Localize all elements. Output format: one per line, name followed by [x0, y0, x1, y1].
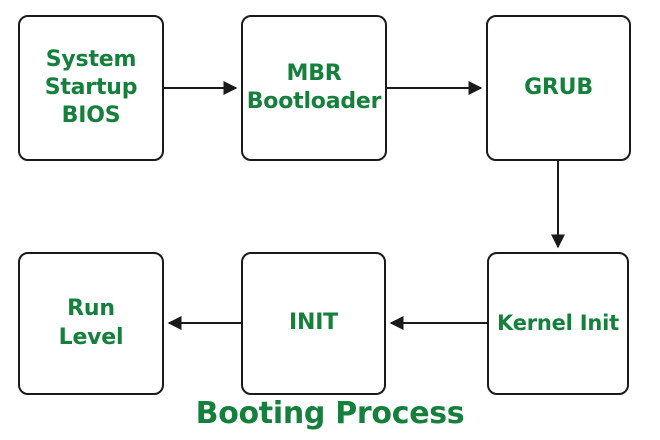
node-label: Run Level — [58, 296, 124, 350]
node-kernel-init[interactable]: Kernel Init — [487, 252, 629, 395]
node-label: GRUB — [524, 74, 593, 100]
node-grub[interactable]: GRUB — [486, 15, 631, 161]
diagram-title: Booting Process — [195, 396, 465, 431]
node-mbr-bootloader[interactable]: MBR Bootloader — [241, 15, 387, 161]
node-label: MBR Bootloader — [246, 60, 382, 114]
node-run-level[interactable]: Run Level — [18, 252, 164, 395]
node-system-startup-bios[interactable]: System Startup BIOS — [18, 15, 164, 161]
node-label: INIT — [289, 310, 338, 336]
node-init[interactable]: INIT — [241, 252, 386, 395]
node-label: Kernel Init — [496, 311, 619, 336]
node-label: System Startup BIOS — [44, 46, 138, 129]
